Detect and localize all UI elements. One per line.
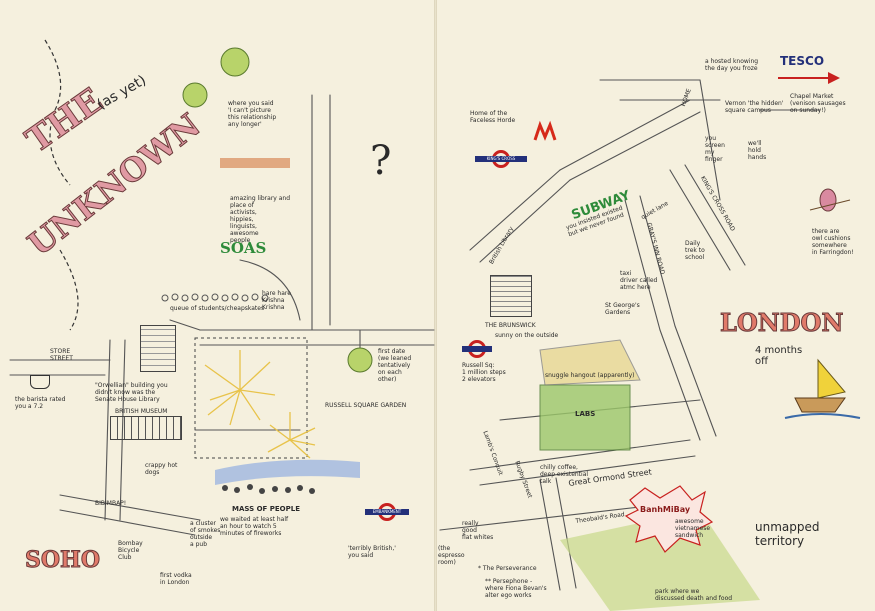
daily-trek: Daily trek to school (685, 240, 705, 261)
terribly-british: 'terribly British,' you said (348, 545, 396, 559)
kings-cross-label: KING'S CROSS (475, 156, 527, 162)
russell-garden: RUSSELL SQUARE GARDEN (325, 402, 407, 409)
banh-mi-label: BanhMiBay (640, 505, 691, 514)
owl (809, 188, 851, 212)
park-zone (560, 510, 760, 611)
crowd (222, 484, 315, 494)
owl-note: there are owl cushions somewhere in Farr… (812, 228, 854, 256)
hare-krishna: hare hare Krishna Krishna (262, 290, 291, 311)
road (669, 169, 731, 271)
persephone: ** Persephone - where Fiona Bevan's alte… (485, 578, 547, 599)
fireworks (204, 350, 316, 459)
unmapped-territory: unmapped territory (755, 520, 820, 548)
embankment-label: EMBANKMENT (365, 509, 409, 515)
brunswick: THE BRUNSWICK (485, 322, 536, 329)
senate-house-icon (140, 325, 176, 372)
british-museum: BRITISH MUSEUM (115, 408, 168, 415)
notebook-spine (434, 0, 437, 611)
hogging-note: a hosted knowing the day you froze (705, 58, 759, 72)
snuggle-note: snuggle hangout (apparently) (545, 372, 635, 379)
road (684, 164, 746, 266)
mcdonalds-logo (533, 120, 557, 141)
road (639, 195, 676, 327)
bibimbap: BIBIMBAP! (95, 500, 127, 507)
chapel-market: Chapel Market (venison sausages on sunda… (790, 93, 846, 114)
trees (182, 47, 373, 373)
london-label: LONDON (719, 308, 844, 337)
home-faceless: Home of the Faceless Horde (470, 110, 516, 124)
dashed-trail (59, 249, 79, 331)
road (555, 477, 577, 589)
coffee-cup-icon (30, 375, 50, 389)
road (674, 325, 717, 437)
flat-white-note: really good flat whites (462, 520, 494, 541)
road (569, 111, 701, 181)
first-vodka: first vodka in London (160, 572, 192, 586)
road (624, 199, 661, 331)
months-off: 4 months off (755, 345, 803, 367)
russell-sq-station: Russell Sq: 1 million steps 2 elevators (462, 362, 506, 383)
first-date-note: first date (we leaned tentatively on eac… (378, 348, 412, 383)
road (479, 455, 696, 486)
boat (784, 358, 861, 419)
labs-zone (539, 384, 631, 451)
museum-icon (110, 416, 182, 440)
fireworks-frame (194, 337, 308, 459)
taxi-note: taxi driver called atmc here (620, 270, 658, 291)
espresso-room: (the espresso room) (438, 545, 465, 566)
question-mark: ? (370, 138, 392, 184)
road (169, 319, 201, 331)
labs-label: LABS (575, 410, 596, 418)
soas-logo: SOAS (220, 239, 267, 257)
road (239, 259, 301, 321)
brunswick-icon (490, 275, 532, 317)
road (699, 79, 721, 201)
perseverance: * The Perseverance (478, 565, 537, 572)
road (539, 479, 561, 591)
tesco-logo: TESCO (780, 54, 825, 68)
thames (215, 459, 360, 485)
chilly-coffee: chilly coffee, deep existential talk (540, 464, 589, 485)
russell-square-roundel (462, 340, 492, 358)
road (59, 509, 196, 536)
kings-cross-roundel: KING'S CROSS (475, 150, 527, 168)
bombay-bicycle: Bombay Bicycle Club (118, 540, 143, 561)
snuggle-zone (539, 339, 641, 386)
tree-note: where you said 'I can't picture this rel… (228, 100, 277, 128)
road (59, 494, 201, 521)
hotdogs-note: crappy hot dogs (145, 462, 178, 476)
fireworks-note: we waited at least half an hour to watch… (220, 516, 289, 537)
banh-mi-note: awesome vietnamese sandwich (675, 518, 711, 539)
st-georges: St George's Gardens (605, 302, 640, 316)
park-note: park where we discussed death and food (655, 588, 733, 602)
soho-label: SOHO (24, 547, 101, 573)
road (559, 99, 691, 171)
road (659, 329, 701, 441)
vernon-note: Vernon 'the hidden' square campus (725, 100, 784, 114)
screen-note: you screen my finger (705, 135, 725, 163)
road (469, 439, 691, 471)
hands-note: we'll hold hands (748, 140, 767, 161)
store-street: STORE STREET (50, 348, 73, 362)
playground (220, 158, 290, 168)
road (469, 169, 561, 251)
banh-mi-burst (624, 485, 714, 553)
road (104, 339, 111, 521)
road (479, 179, 571, 263)
mass-people: MASS OF PEOPLE (232, 505, 300, 513)
embankment-roundel: EMBANKMENT (365, 503, 409, 521)
barista-note: the barista rated you a 7.2 (15, 396, 66, 410)
queue-note: queue of students/cheapskates (170, 305, 265, 312)
queue (161, 293, 269, 302)
orwell-note: "Orwellian" building you didn't know was… (95, 382, 168, 403)
smokes-note: a cluster of smokes outside a pub (190, 520, 221, 548)
brunswick-note: sunny on the outside (495, 332, 559, 339)
soas-note: amazing library and place of activists, … (230, 195, 291, 244)
